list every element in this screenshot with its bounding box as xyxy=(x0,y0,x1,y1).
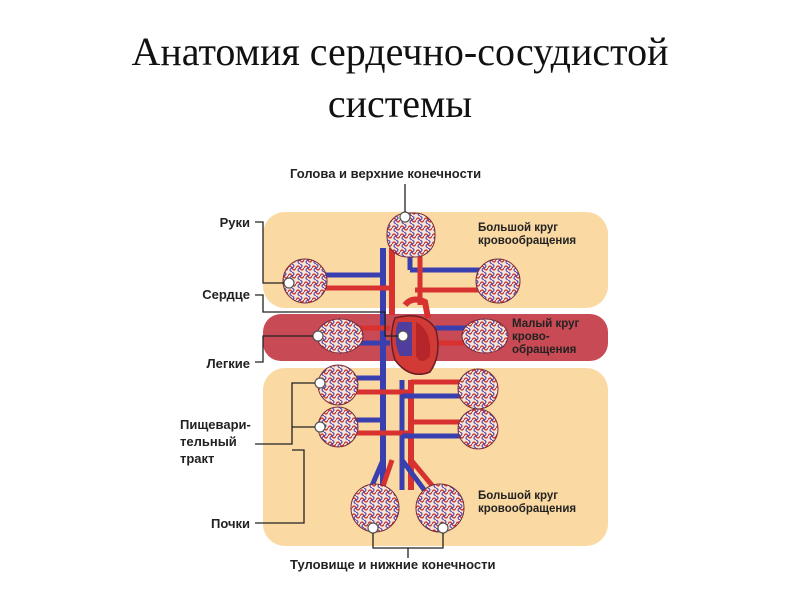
leader-lines xyxy=(255,184,444,558)
capillary-digestive-right-1 xyxy=(457,368,499,410)
label-lungs: Легкие xyxy=(206,356,251,371)
label-systemic-top: Большой круг кровообращения xyxy=(478,222,576,248)
heart-icon xyxy=(390,296,439,375)
label-kidneys: Почки xyxy=(210,516,250,531)
label-heart: Сердце xyxy=(202,287,250,302)
capillary-arm-left xyxy=(282,258,328,304)
systemic-top-panel xyxy=(263,212,608,308)
vessels xyxy=(305,248,480,497)
capillary-lung-left xyxy=(316,318,364,354)
label-systemic-bottom: Большой круг кровообращения xyxy=(478,490,576,516)
label-pulmonary-line-1: Малый круг xyxy=(512,318,580,330)
label-digestive-line-3: тракт xyxy=(180,451,215,466)
capillary-lung-right xyxy=(461,318,509,354)
label-systemic-top-line-2: кровообращения xyxy=(478,235,577,247)
capillary-head xyxy=(386,212,436,258)
page-title: Анатомия сердечно-сосудистой системы xyxy=(0,26,800,130)
label-digestive-line-1: Пищевари- xyxy=(180,417,251,432)
label-digestive-line-2: тельный xyxy=(180,434,237,449)
title-line-1: Анатомия сердечно-сосудистой xyxy=(131,29,669,74)
capillary-arm-right xyxy=(475,258,521,304)
label-systemic-bottom-line-1: Большой круг xyxy=(478,490,559,502)
label-trunk: Туловище и нижние конечности xyxy=(290,557,496,572)
label-systemic-top-line-1: Большой круг xyxy=(478,222,559,234)
label-pulmonary: Малый круг крово- обращения xyxy=(512,318,579,357)
label-systemic-bottom-line-2: кровообращения xyxy=(478,503,577,515)
capillary-digestive-right-2 xyxy=(457,408,499,450)
label-head: Голова и верхние конечности xyxy=(290,166,482,181)
label-arms: Руки xyxy=(219,215,250,230)
label-pulmonary-line-3: обращения xyxy=(512,344,577,356)
title-line-2: системы xyxy=(327,81,473,126)
label-pulmonary-line-2: крово- xyxy=(512,331,550,343)
label-digestive: Пищевари- тельный тракт xyxy=(180,416,251,467)
capillary-beds xyxy=(282,212,521,533)
